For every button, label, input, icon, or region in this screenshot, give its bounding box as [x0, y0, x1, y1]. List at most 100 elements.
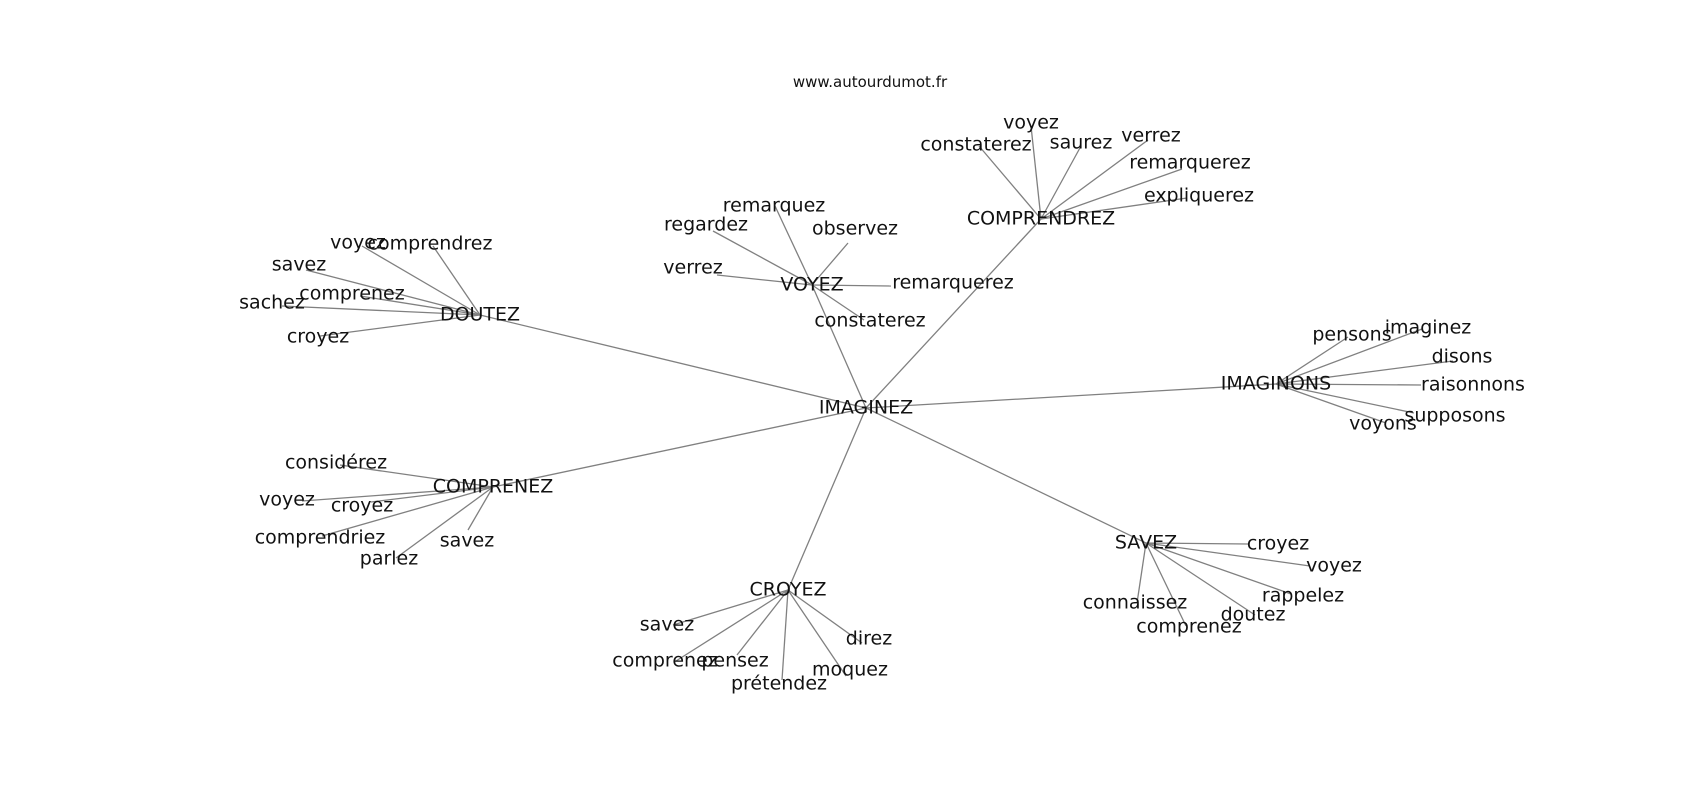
leaf-node: observez — [812, 217, 898, 240]
edge-imaginons-0 — [1275, 336, 1349, 385]
edge-comprenez-4 — [395, 486, 494, 559]
edge-comprenez-5 — [467, 486, 494, 531]
edge-imaginons-3 — [1275, 383, 1422, 386]
edge-comprendrez-1 — [978, 145, 1042, 220]
edge-voyez-0 — [774, 205, 813, 286]
edge-croyez-4 — [787, 589, 847, 677]
leaf-node: remarquerez — [1129, 151, 1251, 174]
leaf-node: voyez — [1003, 111, 1059, 134]
leaf-node: comprendriez — [254, 526, 386, 549]
leaf-node: prétendez — [730, 672, 828, 695]
edge-comprendrez-2 — [1040, 145, 1082, 220]
leaf-node: voyons — [1349, 412, 1417, 435]
leaf-node: verrez — [663, 256, 723, 279]
leaf-node: croyez — [1246, 532, 1310, 555]
edge-center-comprendrez — [865, 218, 1042, 409]
edge-center-croyez — [787, 407, 867, 591]
edge-comprenez-3 — [321, 486, 494, 537]
hub-node-comprendrez: COMPRENDREZ — [966, 207, 1116, 230]
leaf-node: savez — [439, 529, 495, 552]
edge-imaginons-1 — [1275, 328, 1423, 385]
edge-voyez-1 — [712, 230, 813, 286]
leaf-node: voyez — [330, 231, 386, 254]
edge-savez-1 — [1145, 542, 1311, 567]
edge-doutez-3 — [359, 295, 481, 316]
leaf-node: constaterez — [920, 133, 1032, 156]
edge-croyez-5 — [787, 589, 863, 644]
leaf-node: voyez — [259, 488, 315, 511]
edge-center-imaginons — [865, 383, 1277, 409]
edge-imaginons-4 — [1275, 383, 1415, 414]
edge-center-doutez — [479, 314, 867, 409]
leaf-node: comprenez — [1136, 615, 1242, 638]
edge-comprendrez-5 — [1040, 197, 1188, 220]
leaf-node: pensons — [1312, 323, 1392, 346]
leaf-node: savez — [639, 613, 695, 636]
edge-savez-2 — [1145, 542, 1292, 595]
leaf-node: constaterez — [814, 309, 926, 332]
edge-doutez-1 — [432, 245, 481, 316]
hub-node-imaginons: IMAGINONS — [1220, 372, 1332, 395]
edge-savez-3 — [1145, 542, 1256, 616]
edge-comprendrez-0 — [1030, 125, 1042, 220]
edge-doutez-2 — [305, 269, 481, 316]
edge-croyez-1 — [675, 589, 789, 662]
leaf-node: regardez — [664, 213, 748, 236]
leaf-node: pensez — [701, 649, 769, 672]
hub-node-voyez: VOYEZ — [780, 273, 844, 296]
edge-savez-4 — [1145, 542, 1187, 627]
edge-center-voyez — [811, 284, 867, 409]
leaf-node: savez — [271, 253, 327, 276]
edge-imaginons-2 — [1275, 360, 1454, 385]
edge-comprendrez-3 — [1040, 139, 1149, 220]
leaf-node: moquez — [812, 658, 888, 681]
leaf-node: parlez — [359, 547, 419, 570]
edge-doutez-0 — [361, 245, 481, 316]
edge-croyez-0 — [672, 589, 789, 626]
leaf-node: connaissez — [1082, 591, 1188, 614]
leaf-node: comprenez — [612, 649, 718, 672]
edge-comprenez-2 — [370, 486, 494, 503]
leaf-node: remarquez — [722, 194, 826, 217]
edge-doutez-4 — [281, 305, 481, 316]
leaf-node: direz — [845, 627, 893, 650]
edge-comprenez-1 — [301, 486, 494, 502]
hub-node-savez: SAVEZ — [1114, 531, 1178, 554]
edge-savez-5 — [1136, 542, 1147, 604]
leaf-node: remarquerez — [892, 271, 1014, 294]
edge-savez-0 — [1145, 542, 1249, 545]
edge-croyez-2 — [736, 589, 789, 656]
leaf-node: saurez — [1049, 131, 1113, 154]
edge-voyez-5 — [811, 284, 865, 321]
leaf-node: verrez — [1121, 124, 1181, 147]
edge-comprendrez-4 — [1040, 168, 1183, 220]
edge-center-savez — [865, 407, 1147, 544]
site-url: www.autourdumot.fr — [792, 73, 948, 91]
hub-node-croyez: CROYEZ — [749, 578, 827, 601]
leaf-node: comprendrez — [367, 232, 493, 255]
leaf-node: sachez — [239, 291, 305, 314]
hub-node-doutez: DOUTEZ — [439, 303, 521, 326]
leaf-node: voyez — [1306, 554, 1362, 577]
leaf-node: expliquerez — [1143, 184, 1255, 207]
leaf-node: comprenez — [299, 282, 405, 305]
leaf-node: considérez — [284, 451, 388, 474]
leaf-node: doutez — [1220, 603, 1286, 626]
edge-imaginons-5 — [1275, 383, 1387, 424]
leaf-node: rappelez — [1261, 584, 1345, 607]
leaf-node: raisonnons — [1421, 373, 1525, 396]
leaf-node: supposons — [1404, 404, 1506, 427]
leaf-node: disons — [1431, 345, 1493, 368]
edge-voyez-2 — [811, 242, 849, 286]
edge-center-comprenez — [492, 407, 867, 488]
hub-node-comprenez: COMPRENEZ — [432, 475, 554, 498]
leaf-node: croyez — [330, 494, 394, 517]
center-node: IMAGINEZ — [818, 396, 914, 419]
edge-doutez-5 — [319, 314, 481, 337]
edge-voyez-3 — [716, 274, 813, 286]
leaf-node: croyez — [286, 325, 350, 348]
edge-comprenez-0 — [339, 464, 494, 488]
leaf-node: imaginez — [1384, 316, 1472, 339]
edge-voyez-4 — [811, 284, 892, 287]
